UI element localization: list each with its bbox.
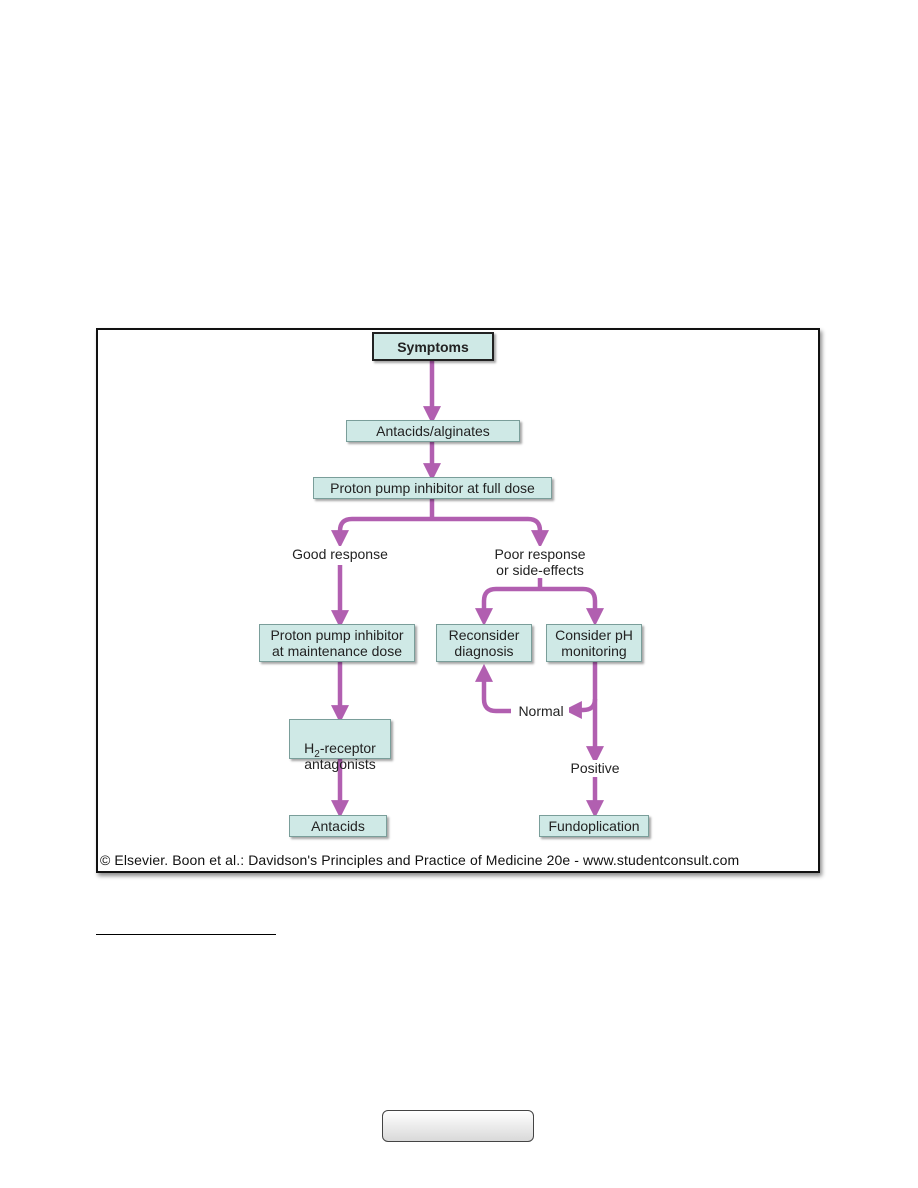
node-antacids-alginates: Antacids/alginates — [346, 420, 520, 442]
node-h2-receptor-antagonists: H2-receptor antagonists — [289, 719, 391, 772]
node-fundoplication: Fundoplication — [539, 815, 649, 837]
h2-suffix: -receptor antagonists — [304, 740, 376, 772]
node-ppi-full-dose: Proton pump inhibitor at full dose — [313, 477, 552, 499]
label-positive: Positive — [562, 760, 628, 776]
label-good-response: Good response — [283, 546, 397, 562]
arrow-to-good-response — [331, 516, 432, 549]
node-ppi-maintenance: Proton pump inhibitor at maintenance dos… — [259, 624, 415, 662]
node-antacids: Antacids — [289, 815, 387, 837]
arrow-to-ph-monitoring — [540, 586, 604, 627]
h2-subscript: 2 — [314, 748, 320, 760]
label-poor-response: Poor response or side-effects — [481, 546, 599, 578]
flowchart-figure: Symptoms Antacids/alginates Proton pump … — [96, 328, 820, 873]
flowchart-arrows — [331, 361, 604, 819]
node-symptoms: Symptoms — [372, 332, 494, 361]
copyright-credit: © Elsevier. Boon et al.: Davidson's Prin… — [100, 852, 740, 868]
h2-prefix: H — [304, 740, 315, 756]
arrow-normal-to-reconsider — [475, 663, 511, 714]
label-normal: Normal — [513, 703, 569, 719]
node-reconsider-diagnosis: Reconsider diagnosis — [436, 624, 532, 662]
arrow-to-poor-response — [432, 516, 549, 549]
page-number-tab — [382, 1110, 534, 1142]
arrow-ph-to-normal — [563, 698, 598, 719]
node-consider-ph-monitoring: Consider pH monitoring — [546, 624, 642, 662]
arrow-to-reconsider — [475, 586, 540, 627]
footnote-separator — [96, 934, 276, 935]
